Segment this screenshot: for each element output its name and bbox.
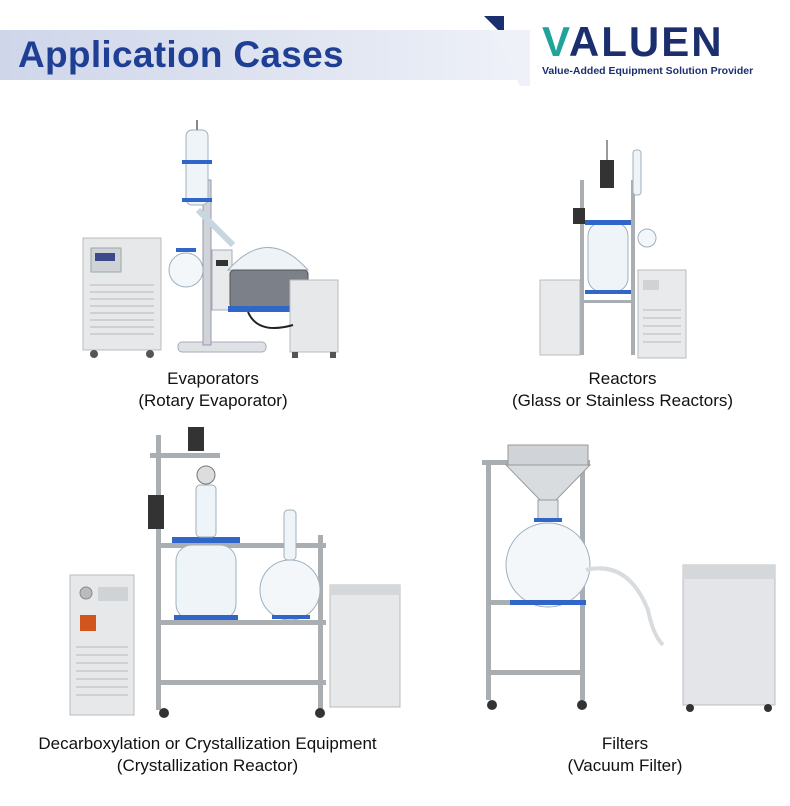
case-subcaption: (Glass or Stainless Reactors) (511, 391, 734, 410)
vacuum-filter-icon (482, 444, 776, 712)
crystallization-reactor-icon (69, 427, 401, 718)
case-subcaption: (Crystallization Reactor) (116, 756, 299, 775)
rotary-evaporator-icon (82, 120, 339, 358)
case-caption: Reactors (588, 369, 657, 388)
glass-reactor-icon (539, 140, 687, 359)
case-caption: Decarboxylation or Crystallization Equip… (38, 734, 377, 753)
case-subcaption: (Rotary Evaporator) (138, 391, 288, 410)
case-caption: Evaporators (167, 369, 259, 388)
case-caption: Filters (601, 734, 649, 753)
case-subcaption: (Vacuum Filter) (567, 756, 683, 775)
page-header: Application Cases VALUEN Value-Added Equ… (0, 0, 790, 90)
title-band (0, 30, 520, 80)
page-title: Application Cases (18, 34, 344, 75)
logo-tagline: Value-Added Equipment Solution Provider (542, 65, 754, 77)
brand-logo: VALUEN Value-Added Equipment Solution Pr… (520, 18, 790, 86)
logo-wordmark: VALUEN (542, 18, 724, 65)
corner-triangle-icon (484, 16, 530, 86)
